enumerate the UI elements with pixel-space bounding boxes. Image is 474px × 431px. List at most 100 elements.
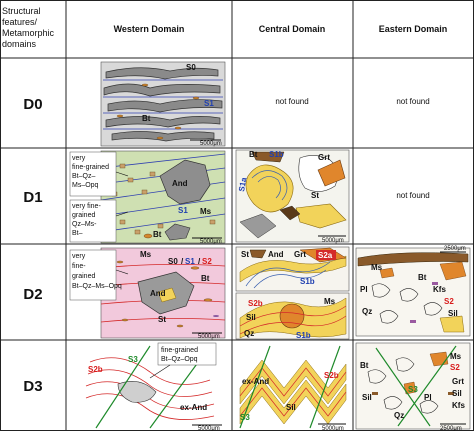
d3e-scale-label: 2500μm [440,426,462,431]
d0-western-sketch: S0 S1 Bt 5000μm [100,61,226,147]
header-central-domain: Central Domain [259,24,326,34]
d2e-label-s2: S2 [444,297,454,306]
d2-note-line1: very [72,253,86,260]
header-col0-line2: features/ [2,17,38,27]
d2-label-s1: S1 [185,257,195,266]
d3e-label-kfs: Kfs [452,401,465,410]
d2c-label-st: St [241,250,249,259]
d2-label-st: St [158,315,166,324]
d1c-scale-label: 5000μm [322,238,344,244]
d3e-label-s3: S3 [408,385,418,394]
header-col0-line3: Metamorphic [2,28,55,38]
d1-note-b-line1: very fine- [72,203,101,210]
d2c-label-sil: Sil [246,313,256,322]
d2-label-sep2: / [198,257,201,266]
d2-central-sketch-top: St And Grt S2a S1b [235,246,350,292]
d1c-label-grt: Grt [318,153,330,162]
d2c-label-grt: Grt [294,250,306,259]
d2-note-line4: Bt–Qz–Ms–Opq [72,283,122,290]
d1-note-a-line2: fine-grained [72,164,109,171]
d0-label-s1: S1 [204,99,214,108]
d2-label-s2: S2 [202,257,212,266]
d3c-scale-label: 5000μm [322,426,344,431]
d1c-label-s1b: S1b [269,150,284,159]
d2-label-sep1: / [181,257,184,266]
d3e-label-s2: S2 [450,363,460,372]
d0-label-s0: S0 [186,63,196,72]
d3e-label-qz: Qz [394,411,404,420]
d3-label-exand: ex-And [180,403,207,412]
d3c-label-exand: ex-And [242,377,269,386]
d0-scale-label: 5000μm [200,141,222,147]
d2-label-s0: S0 [168,257,178,266]
d2c-label-s1b: S1b [300,277,315,286]
d1-scale-label: 5000μm [200,239,222,245]
d2-scale-label: 5000μm [198,334,220,340]
d3e-label-bt: Bt [360,361,369,370]
row-label-d0: D0 [23,96,42,113]
d1c-label-s1a: S1a [237,176,248,192]
d3-eastern-sketch: Bt Ms S2 Grt Sil Kfs S3 Pl Sil Qz 2500μm [355,342,471,431]
d1-central-sketch: Bt S1b Grt S1a St 5000μm [235,149,350,244]
d2-eastern-sketch: 2500μm Ms Pl Bt Kfs S2 Sil Qz [355,246,471,337]
d1-label-and: And [172,179,188,188]
header-col0-line4: domains [2,39,37,49]
d3-central-sketch: ex-And S2b Sil S3 5000μm [236,343,349,431]
d1-label-bt: Bt [153,230,162,239]
d2c-label-s2a: S2a [318,251,333,260]
row-label-d2: D2 [23,286,42,303]
d3-note-line1: fine-grained [161,347,198,354]
d2e-label-ms: Ms [371,263,383,272]
d1-eastern-not-found: not found [396,191,429,200]
d1-western-sketch: And S1 Ms Bt 5000μm very fine-grained Bt… [69,150,226,245]
d1-label-ms: Ms [200,207,212,216]
d1c-label-st: St [311,191,319,200]
d2-note-line3: grained [72,273,95,280]
row-label-d1: D1 [23,189,42,206]
header-row: Structural features/ Metamorphic domains… [2,6,447,49]
d0-label-bt: Bt [142,114,151,123]
d0-central-not-found: not found [275,97,308,106]
d1-note-a-line3: Bt–Qz– [72,173,95,180]
d2e-label-bt: Bt [418,273,427,282]
d1c-label-bt: Bt [249,150,258,159]
d2-label-and: And [150,289,166,298]
d2e-label-pl: Pl [360,285,368,294]
d3e-label-grt: Grt [452,377,464,386]
d3-note-line2: Bt–Qz–Opq [161,356,198,363]
d2e-label-qz: Qz [362,307,372,316]
d2c-label-qz: Qz [244,329,254,338]
d2c-label-ms: Ms [324,297,336,306]
d3e-label-sil-2: Sil [362,393,372,402]
d3e-label-ms: Ms [450,352,462,361]
d1-note-a-line1: very [72,155,86,162]
header-col0-line1: Structural [2,6,41,16]
d0-eastern-not-found: not found [396,97,429,106]
d1-label-s1: S1 [178,206,188,215]
d1-note-b-line2: grained [72,212,95,219]
d3-western-sketch: S2b S3 ex-And 5000μm fine-grained Bt–Qz–… [70,342,226,431]
row-label-d3: D3 [23,378,42,395]
d1-note-b-line3: Qz–Ms- [72,221,97,228]
d3c-label-s2b: S2b [324,371,339,380]
d2e-label-kfs: Kfs [433,285,446,294]
d3e-label-sil: Sil [452,389,462,398]
d2-label-ms: Ms [140,250,152,259]
d3e-label-pl: Pl [424,393,432,402]
d2e-scale-label: 2500μm [444,246,466,252]
d2c-label-s1b-2: S1b [296,331,311,340]
d2-central-sketch-bottom: S2b Ms Sil Qz S1b [235,292,350,340]
d2-western-sketch: S0 / S1 / S2 Ms Bt And St 5000μm very fi… [69,247,226,340]
header-western-domain: Western Domain [114,24,185,34]
d2c-label-and: And [268,250,284,259]
d3-label-s3: S3 [128,355,138,364]
header-eastern-domain: Eastern Domain [379,24,448,34]
d1-note-a-line4: Ms–Opq [72,182,99,189]
d2e-label-sil: Sil [448,309,458,318]
d2-label-bt: Bt [201,274,210,283]
d2-note-line2: fine- [72,263,86,270]
d1-note-b-line4: Bt– [72,230,83,237]
d3-scale-label: 5000μm [198,426,220,431]
d2c-label-s2b: S2b [248,299,263,308]
